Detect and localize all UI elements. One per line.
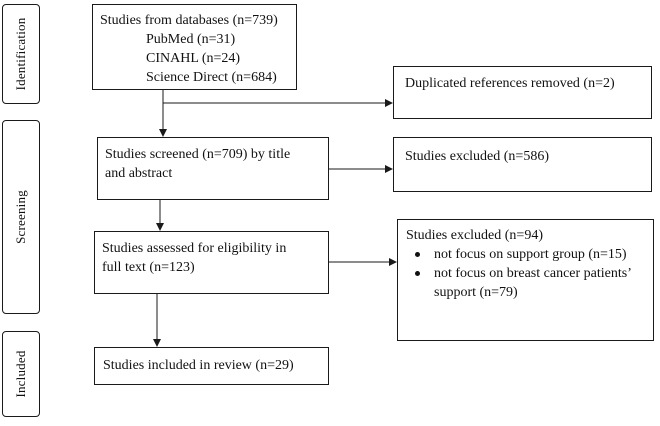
eligibility-box: Studies assessed for eligibility in full… [94,231,329,294]
database-source-cinahl: CINAHL (n=24) [146,51,241,66]
duplicates-text: Duplicated references removed (n=2) [405,76,615,91]
included-text: Studies included in review (n=29) [103,358,294,373]
stage-included: Included [2,331,40,417]
exclusion-reason-breast-cancer-line-1: not focus on breast cancer patients’ [434,266,632,281]
eligibility-text-line-1: Studies assessed for eligibility in [102,241,287,256]
screened-text-line-1: Studies screened (n=709) by title [105,147,291,162]
screened-box: Studies screened (n=709) by title and ab… [97,137,329,200]
excluded-fulltext-box: Studies excluded (n=94) not focus on sup… [397,219,654,341]
excluded-fulltext-title: Studies excluded (n=94) [406,228,543,243]
eligibility-text-line-2: full text (n=123) [102,260,195,275]
included-box: Studies included in review (n=29) [94,347,329,385]
stage-screening: Screening [2,120,40,314]
databases-box: Studies from databases (n=739) PubMed (n… [92,4,297,90]
databases-title: Studies from databases (n=739) [100,13,278,28]
exclusion-reasons-list: not focus on support group (n=15) not fo… [406,245,653,302]
exclusion-reason-support-group: not focus on support group (n=15) [406,245,653,264]
exclusion-reason-breast-cancer: not focus on breast cancer patients’ sup… [406,264,653,302]
exclusion-reason-breast-cancer-line-2: support (n=79) [434,285,518,300]
excluded-screening-text: Studies excluded (n=586) [405,149,549,164]
duplicates-box: Duplicated references removed (n=2) [393,66,652,119]
exclusion-reason-support-group-text: not focus on support group (n=15) [434,247,627,262]
excluded-screening-box: Studies excluded (n=586) [393,137,652,192]
stage-identification: Identification [2,4,40,104]
database-source-science-direct: Science Direct (n=684) [146,70,277,85]
screened-text-line-2: and abstract [105,166,173,181]
database-source-pubmed: PubMed (n=31) [146,32,236,47]
